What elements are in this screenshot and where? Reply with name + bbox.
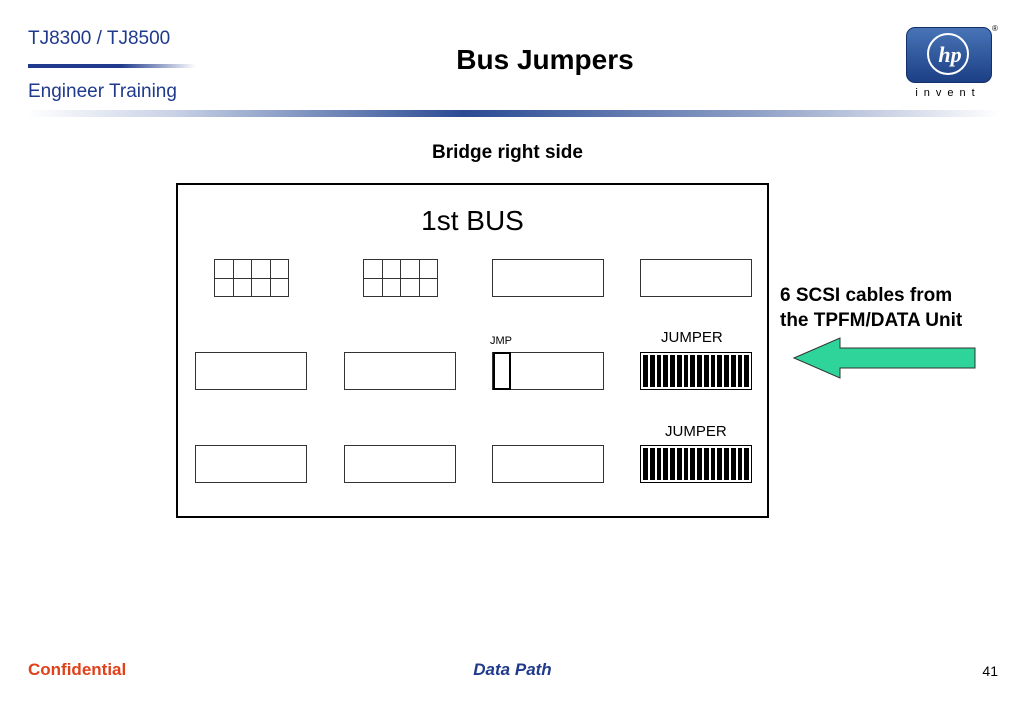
grid-cell <box>233 278 252 297</box>
jumper-pin <box>717 448 722 480</box>
header-rule <box>28 64 196 68</box>
grid-cell <box>401 260 420 279</box>
connector-r3c2 <box>344 445 456 483</box>
connector-r2c1 <box>195 352 307 390</box>
jumper-label-1: JUMPER <box>661 329 723 346</box>
left-arrow-icon <box>792 337 976 379</box>
jmp-label: JMP <box>490 335 512 347</box>
grid-cell <box>364 278 383 297</box>
bus-label: 1st BUS <box>421 205 524 236</box>
jumper-pin <box>670 448 675 480</box>
jumper-pin <box>744 355 749 387</box>
grid-cell <box>382 260 401 279</box>
jumper-pin <box>697 355 702 387</box>
jumper-pin <box>676 448 682 480</box>
jumper-pin <box>690 448 695 480</box>
jumper-pin <box>643 448 648 480</box>
registered-mark: ® <box>992 24 998 33</box>
grid-cell <box>419 278 438 297</box>
hp-logo-text: hp <box>938 42 962 67</box>
hp-logo-circle: hp <box>927 33 969 75</box>
jumper-block-2 <box>640 445 752 483</box>
footer-section: Data Path <box>473 660 552 679</box>
jumper-pin <box>730 355 736 387</box>
connector-jmp <box>492 352 604 390</box>
jumper-pin <box>683 448 689 480</box>
bridge-diagram: 1st BUS JMP JUMPER JUMPER <box>176 183 769 518</box>
jumper-pin <box>649 355 655 387</box>
left-arrow-shape <box>792 337 976 379</box>
jumper-pin <box>737 355 743 387</box>
grid-cell <box>252 278 271 297</box>
page-number: 41 <box>982 663 998 679</box>
grid-cell <box>364 260 383 279</box>
grid-cell <box>215 278 234 297</box>
jumper-pin <box>730 448 736 480</box>
cable-annotation-line-1: 6 SCSI cables from <box>780 285 953 306</box>
grid-cell <box>419 260 438 279</box>
jumper-pin <box>656 448 662 480</box>
jumper-pin <box>724 355 729 387</box>
connector-r3c3 <box>492 445 604 483</box>
jumper-pin <box>710 448 716 480</box>
grid-connector-2 <box>363 259 438 297</box>
jumper-pin <box>656 355 662 387</box>
jumper-pin <box>724 448 729 480</box>
hp-logo: hp <box>906 27 992 83</box>
jumper-pin <box>710 355 716 387</box>
jumper-pin <box>703 448 709 480</box>
jumper-pin <box>663 448 668 480</box>
jmp-pin <box>493 352 511 390</box>
jumper-pin <box>737 448 743 480</box>
connector-r1c4 <box>640 259 752 297</box>
slide-title: Bus Jumpers <box>456 44 634 75</box>
hp-logo-tagline: invent <box>915 87 981 99</box>
cable-annotation-line-2: the TPFM/DATA Unit <box>780 310 963 331</box>
grid-cell <box>270 278 289 297</box>
jumper-pin <box>697 448 702 480</box>
header-product: TJ8300 / TJ8500 <box>28 28 171 49</box>
jumper-pin <box>717 355 722 387</box>
jumper-pin <box>663 355 668 387</box>
grid-cell <box>382 278 401 297</box>
jumper-block-1 <box>640 352 752 390</box>
grid-cell <box>233 260 252 279</box>
jumper-pin <box>744 448 749 480</box>
jumper-pin <box>649 448 655 480</box>
header-department: Engineer Training <box>28 81 177 102</box>
jumper-pin <box>683 355 689 387</box>
jumper-pin <box>690 355 695 387</box>
grid-cell <box>252 260 271 279</box>
connector-r3c1 <box>195 445 307 483</box>
grid-cell <box>401 278 420 297</box>
jumper-pin <box>703 355 709 387</box>
jumper-label-2: JUMPER <box>665 423 727 440</box>
jumper-pin <box>643 355 648 387</box>
diagram-subtitle: Bridge right side <box>432 142 583 163</box>
footer-confidential: Confidential <box>28 660 127 679</box>
grid-connector-1 <box>214 259 289 297</box>
connector-r2c2 <box>344 352 456 390</box>
jumper-pin <box>670 355 675 387</box>
grid-cell <box>215 260 234 279</box>
connector-r1c3 <box>492 259 604 297</box>
grid-cell <box>270 260 289 279</box>
header-gradient-bar <box>26 110 1000 117</box>
jumper-pin <box>676 355 682 387</box>
cable-annotation: 6 SCSI cables from the TPFM/DATA Unit <box>780 283 962 333</box>
